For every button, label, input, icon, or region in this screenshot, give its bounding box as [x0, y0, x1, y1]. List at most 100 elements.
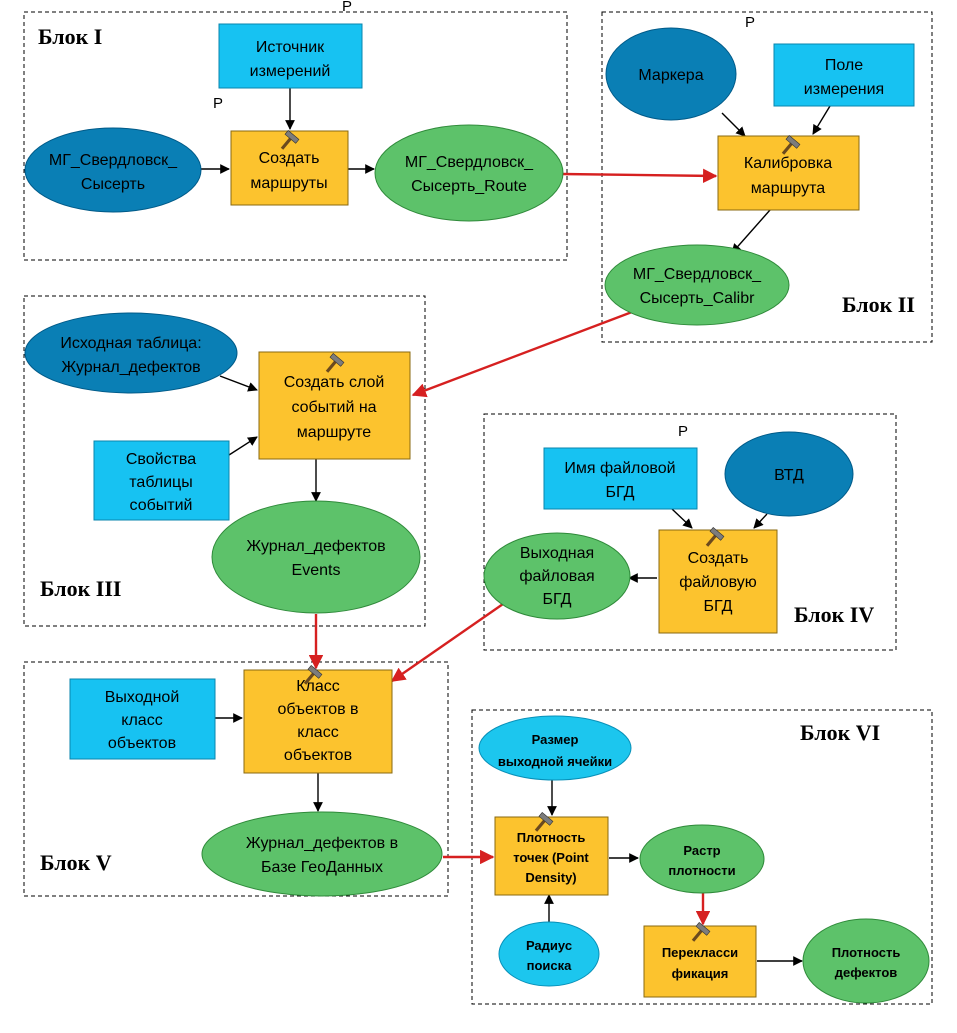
- svg-text:маршрута: маршрута: [751, 180, 826, 197]
- svg-text:Сысерть_Calibr: Сысерть_Calibr: [640, 290, 756, 307]
- svg-text:файловую: файловую: [679, 574, 757, 591]
- edge-calibr-to-event-layer: [411, 310, 633, 398]
- node-event-props[interactable]: Свойства таблицы событий: [93, 440, 230, 521]
- svg-text:БГД: БГД: [704, 598, 733, 615]
- svg-text:поиска: поиска: [527, 958, 573, 973]
- edge-gdb-name-to-create-gdb: [671, 508, 693, 529]
- svg-text:Маркера: Маркера: [638, 67, 703, 84]
- node-out-gdb[interactable]: Выходная файловая БГД: [483, 532, 631, 620]
- svg-text:Плотность: Плотность: [517, 830, 586, 845]
- edge-input-table-to-event-layer: [219, 375, 258, 392]
- node-calibrate[interactable]: Калибровка маршрута: [717, 135, 860, 211]
- block-6-label: Блок VI: [800, 720, 880, 745]
- node-mg-calibr[interactable]: МГ_Свердловск_ Сысерть_Calibr: [604, 244, 790, 326]
- svg-text:Растр: Растр: [683, 843, 720, 858]
- node-gdb-name[interactable]: Имя файловой БГД: [543, 447, 698, 510]
- node-point-density[interactable]: Плотность точек (Point Density): [494, 812, 609, 896]
- svg-text:класс: класс: [121, 712, 162, 729]
- svg-text:Журнал_дефектов: Журнал_дефектов: [61, 359, 200, 376]
- svg-text:файловая: файловая: [519, 568, 594, 585]
- svg-text:Сысерть_Route: Сысерть_Route: [411, 178, 527, 195]
- edge-calibrate-to-calibr: [731, 209, 771, 254]
- svg-text:класс: класс: [297, 724, 338, 741]
- svg-text:Поле: Поле: [825, 57, 863, 74]
- svg-text:выходной ячейки: выходной ячейки: [498, 754, 612, 769]
- block-3-frame: [23, 295, 426, 627]
- svg-text:дефектов: дефектов: [835, 965, 898, 980]
- svg-text:объектов: объектов: [284, 747, 352, 764]
- node-markers[interactable]: Маркера: [605, 27, 737, 121]
- node-out-fc[interactable]: Выходной класс объектов: [69, 678, 216, 760]
- block-1-frame: [23, 11, 568, 261]
- node-measure-field[interactable]: Поле измерения: [773, 43, 915, 107]
- svg-text:Размер: Размер: [532, 732, 579, 747]
- node-reclass[interactable]: Перекласси фикация: [643, 922, 757, 998]
- node-source[interactable]: Источник измерений: [218, 23, 363, 89]
- block-2-label: Блок II: [842, 292, 915, 317]
- block-5-frame: [23, 661, 449, 897]
- svg-text:измерений: измерений: [250, 63, 331, 80]
- edge-measure-field-to-calibrate: [812, 105, 831, 135]
- node-radius[interactable]: Радиус поиска: [498, 921, 600, 987]
- svg-text:маршруты: маршруты: [250, 175, 327, 192]
- svg-text:Исходная таблица:: Исходная таблица:: [60, 335, 201, 352]
- svg-text:Выходная: Выходная: [520, 545, 594, 562]
- node-defect-density[interactable]: Плотность дефектов: [802, 918, 930, 1004]
- svg-text:таблицы: таблицы: [129, 474, 192, 491]
- svg-text:Свойства: Свойства: [126, 451, 196, 468]
- block-3-label: Блок III: [40, 576, 121, 601]
- param-marker: P: [342, 0, 352, 15]
- param-marker: P: [745, 14, 755, 31]
- svg-text:объектов в: объектов в: [277, 701, 358, 718]
- svg-text:Класс: Класс: [296, 678, 340, 695]
- svg-text:Events: Events: [292, 562, 341, 579]
- block-5-label: Блок V: [40, 850, 112, 875]
- param-marker: P: [213, 95, 223, 112]
- svg-text:Density): Density): [525, 870, 576, 885]
- svg-text:плотности: плотности: [668, 863, 735, 878]
- block-1-label: Блок I: [38, 24, 102, 49]
- svg-text:Журнал_дефектов в: Журнал_дефектов в: [246, 835, 398, 852]
- node-vtd[interactable]: ВТД: [724, 431, 854, 517]
- node-fc-to-fc[interactable]: Класс объектов в класс объектов: [243, 665, 393, 774]
- svg-text:Плотность: Плотность: [832, 945, 901, 960]
- edge-markers-to-calibrate: [721, 112, 746, 137]
- connectors: [199, 88, 831, 966]
- svg-text:Создать: Создать: [688, 550, 749, 567]
- svg-text:МГ_Свердловск_: МГ_Свердловск_: [405, 154, 534, 171]
- edge-event-props-to-event-layer: [228, 436, 258, 456]
- svg-text:МГ_Свердловск_: МГ_Свердловск_: [633, 266, 762, 283]
- svg-text:Источник: Источник: [256, 39, 325, 56]
- node-density-raster[interactable]: Растр плотности: [639, 824, 765, 894]
- node-create-routes[interactable]: Создать маршруты: [230, 130, 349, 206]
- svg-text:маршруте: маршруте: [297, 424, 372, 441]
- edge-out-gdb-to-fc-to-fc: [390, 603, 504, 682]
- node-gdb-journal[interactable]: Журнал_дефектов в Базе ГеоДанных: [201, 811, 443, 897]
- node-mg-route[interactable]: МГ_Свердловск_ Сысерть_Route: [374, 124, 564, 222]
- node-input-table[interactable]: Исходная таблица: Журнал_дефектов: [24, 312, 238, 394]
- svg-text:точек (Point: точек (Point: [513, 850, 589, 865]
- node-make-event-layer[interactable]: Создать слой событий на маршруте: [258, 351, 411, 460]
- svg-text:Калибровка: Калибровка: [744, 155, 832, 172]
- block-2-frame: [601, 11, 933, 343]
- node-mg-sysert[interactable]: МГ_Свердловск_ Сысерть: [24, 127, 202, 213]
- svg-text:измерения: измерения: [804, 81, 884, 98]
- svg-text:БГД: БГД: [606, 484, 635, 501]
- svg-text:Сысерть: Сысерть: [81, 176, 145, 193]
- svg-text:Имя файловой: Имя файловой: [564, 460, 675, 477]
- svg-text:Создать слой: Создать слой: [284, 374, 385, 391]
- svg-text:Создать: Создать: [259, 150, 320, 167]
- param-marker: P: [678, 423, 688, 440]
- node-cell-size[interactable]: Размер выходной ячейки: [478, 715, 632, 781]
- block-4-label: Блок IV: [794, 602, 874, 627]
- svg-text:объектов: объектов: [108, 735, 176, 752]
- block-4-frame: [483, 413, 897, 651]
- svg-text:ВТД: ВТД: [774, 467, 804, 484]
- node-create-gdb[interactable]: Создать файловую БГД: [658, 527, 778, 634]
- svg-text:Базе ГеоДанных: Базе ГеоДанных: [261, 859, 383, 876]
- svg-text:Радиус: Радиус: [526, 938, 572, 953]
- node-events[interactable]: Журнал_дефектов Events: [211, 500, 421, 614]
- edge-vtd-to-create-gdb: [753, 513, 768, 529]
- svg-text:Журнал_дефектов: Журнал_дефектов: [246, 538, 385, 555]
